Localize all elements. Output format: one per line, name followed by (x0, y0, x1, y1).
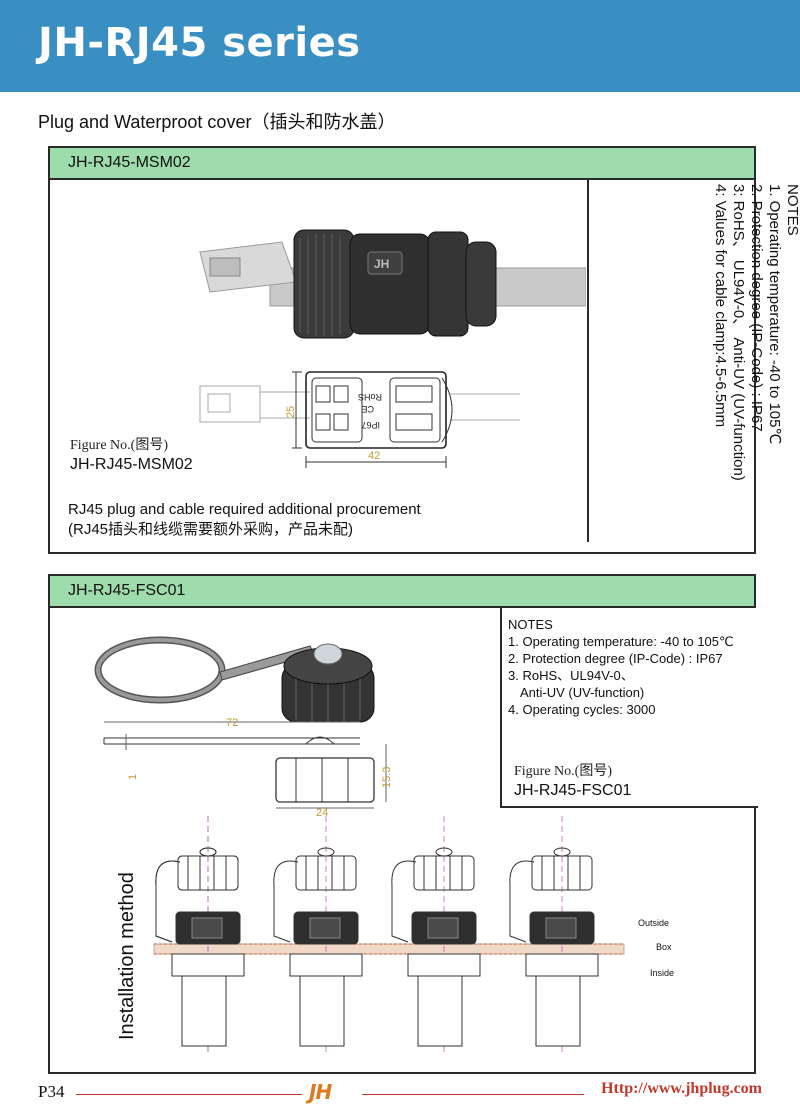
msm02-drawing: JH CE RoHS IP67 25 42 (199, 229, 586, 468)
fsc01-figure-code: JH-RJ45-FSC01 (514, 782, 632, 799)
msm02-notes-text: NOTES 1. Operating temperature: -40 to 1… (711, 184, 800, 539)
footer-line-left (76, 1094, 302, 1095)
fsc01-note-2: 2. Protection degree (IP-Code) : IP67 (508, 651, 723, 666)
brand-logo: JH (309, 1080, 332, 1104)
page-header: JH-RJ45 series (0, 0, 800, 92)
fsc01-dim-thickness: 1 (127, 774, 139, 780)
msm02-note-1: 1. Operating temperature: -40 to 105℃ (766, 184, 783, 445)
msm02-figure-label: Figure No.(图号) (70, 438, 168, 453)
fsc01-notes-list: NOTES 1. Operating temperature: -40 to 1… (508, 616, 734, 718)
fsc01-note-3b: Anti-UV (UV-function) (520, 685, 645, 700)
fsc01-notes-title: NOTES (508, 617, 553, 632)
section-msm02-header: JH-RJ45-MSM02 (50, 148, 754, 180)
fsc01-drawing: 72 1 15.3 24 (94, 636, 393, 819)
msm02-technical-drawing (199, 371, 520, 468)
fsc01-dim-length: 72 (226, 717, 238, 729)
msm02-procurement-en: RJ45 plug and cable required additional … (68, 501, 421, 518)
section-fsc01-title: JH-RJ45-FSC01 (68, 582, 186, 599)
msm02-figure-code: JH-RJ45-MSM02 (70, 456, 193, 473)
fsc01-dim-height: 15.3 (381, 767, 393, 788)
page-number: P34 (38, 1082, 65, 1101)
msm02-dim-length: 42 (368, 450, 380, 462)
msm02-notes-panel: NOTES 1. Operating temperature: -40 to 1… (587, 180, 800, 542)
website-url: Http://www.jhplug.com (601, 1080, 762, 1097)
msm02-connector-body: JH (293, 229, 497, 339)
section-msm02: JH-RJ45-MSM02 JH (48, 146, 800, 554)
fsc01-figure-label: Figure No.(图号) (514, 764, 612, 779)
installation-method-label: Installation method (116, 872, 138, 1040)
msm02-procurement-note: RJ45 plug and cable required additional … (68, 500, 421, 540)
msm02-rohs-mark: RoHS (358, 392, 382, 402)
footer-line-right (362, 1094, 584, 1095)
fsc01-cap-render (94, 636, 375, 723)
msm02-note-2: 2. Protection degree (IP-Code) : IP67 (748, 184, 765, 432)
msm02-notes-title: NOTES (784, 184, 800, 236)
msm02-procurement-cn: (RJ45插头和线缆需要额外采购，产品未配) (68, 521, 354, 538)
fsc01-technical-drawing (103, 721, 387, 809)
section-fsc01-header: JH-RJ45-FSC01 (50, 576, 754, 608)
installation-box-layer (153, 943, 625, 955)
fsc01-note-1: 1. Operating temperature: -40 to 105℃ (508, 634, 734, 649)
layer-label-outside: Outside (638, 918, 669, 928)
section-msm02-title: JH-RJ45-MSM02 (68, 154, 191, 171)
page-subtitle: Plug and Waterproot cover（插头和防水盖） (38, 112, 396, 132)
msm02-dim-height: 25 (285, 406, 297, 418)
msm02-note-3: 3: RoHS、 UL94V-0、 Anti-UV (UV-function) (730, 184, 747, 481)
msm02-brand-mark: JH (374, 257, 389, 271)
fsc01-installation-drawing: Outside Box Inside (153, 816, 674, 1057)
layer-label-inside: Inside (650, 968, 674, 978)
fsc01-notes-panel: NOTES 1. Operating temperature: -40 to 1… (500, 608, 758, 808)
msm02-ce-mark: CE (361, 404, 374, 414)
fsc01-note-4: 4. Operating cycles: 3000 (508, 702, 656, 717)
fsc01-note-3: 3. RoHS、UL94V-0、 (508, 668, 634, 683)
page-title: JH-RJ45 series (38, 20, 361, 66)
msm02-ip-mark: IP67 (361, 420, 380, 430)
section-fsc01: JH-RJ45-FSC01 (48, 574, 758, 1074)
layer-label-box: Box (656, 942, 672, 952)
fsc01-dim-width: 24 (316, 807, 328, 819)
msm02-note-4: 4: Values for cable clamp:4.5-6.5mm (712, 184, 729, 428)
